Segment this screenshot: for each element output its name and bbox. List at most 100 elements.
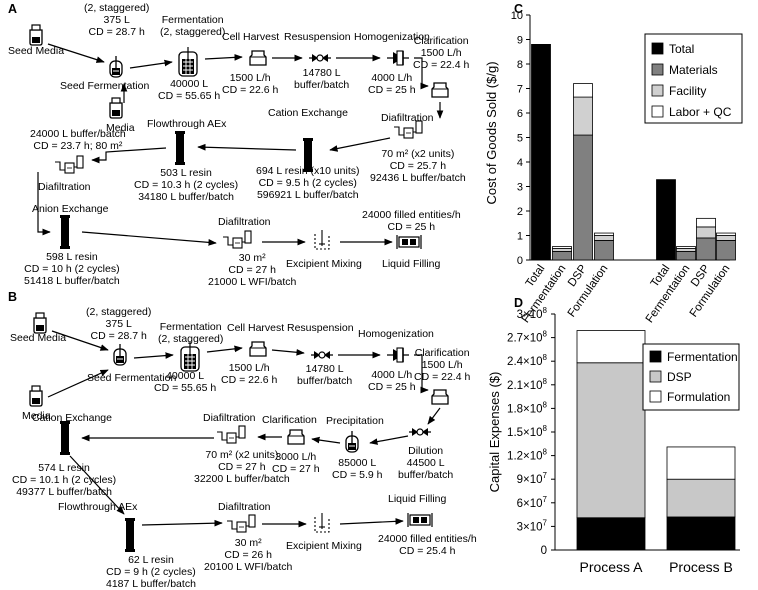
chart-d-ylabel: Capital Expenses ($): [487, 372, 502, 493]
spec-line: Clarification: [413, 35, 469, 47]
y-tick-label: 4: [517, 157, 523, 169]
b-clar2-top: Clarification: [262, 414, 317, 426]
bar-segment-dsp: [576, 362, 646, 519]
liquid-filling-icon: [396, 234, 422, 250]
bar-segment-labor-qc: [676, 246, 696, 249]
y-tick-label: 0: [541, 545, 547, 557]
legend-label: Facility: [669, 84, 706, 98]
spec-line: CD = 28.7 h: [90, 330, 147, 343]
diafiltration-unit-icon: [222, 230, 252, 249]
y-tick-label: 0: [517, 255, 523, 267]
y-tick-label: 6×107: [517, 495, 548, 510]
spec-line: 51418 L buffer/batch: [24, 275, 120, 288]
resuspension-valve-icon: [310, 350, 334, 360]
spec-line: 24000 L buffer/batch: [30, 128, 126, 140]
spec-line: CD = 22.4 h: [414, 371, 471, 384]
y-tick-label: 10: [511, 10, 523, 22]
a-faex-top: Flowthrough AEx: [147, 118, 227, 130]
legend-label: DSP: [667, 370, 692, 384]
b-precip-bot: 85000 L CD = 5.9 h: [332, 457, 383, 481]
a-diaf2-bot: Diafiltration: [38, 181, 91, 193]
spec-line: 30 m²: [234, 537, 262, 549]
a-ferm-top: Fermentation (2, staggered): [160, 14, 225, 38]
bar-segment-formulation: [666, 446, 736, 480]
cell-harvest-centrifuge-icon: [249, 341, 267, 357]
spec-line: 70 m² (x2 units): [381, 148, 455, 160]
a-fill-bot: Liquid Filling: [382, 258, 441, 270]
spec-line: (2, staggered): [86, 306, 152, 318]
b-seed-ferm-specs: (2, staggered) 375 L CD = 28.7 h: [86, 306, 151, 342]
y-tick-label: 1.8×108: [507, 400, 548, 415]
b-faex-bot: 62 L resin CD = 9 h (2 cycles) 4187 L bu…: [106, 554, 196, 590]
spec-line: CD = 25 h: [368, 84, 416, 97]
spec-line: 30 m²: [238, 252, 266, 264]
spec-line: 1500 L/h: [420, 47, 462, 60]
x-tick-label: Process A: [579, 559, 643, 575]
clarification-centrifuge-icon: [287, 429, 305, 445]
spec-line: 32200 L buffer/batch: [194, 473, 290, 486]
spec-line: Fermentation: [159, 321, 222, 333]
seed-fermenter-icon: [113, 343, 127, 366]
homogenizer-icon: [386, 50, 410, 66]
a-excip-label: Excipient Mixing: [286, 258, 362, 270]
spec-line: CD = 22.6 h: [221, 374, 278, 387]
bar-segment-total: [531, 44, 551, 261]
spec-line: 92436 L buffer/batch: [370, 172, 466, 185]
spec-line: CD = 55.65 h: [158, 90, 221, 103]
b-ferm-bot: 40000 L CD = 55.65 h: [154, 370, 216, 394]
fermenter-icon: [178, 46, 198, 77]
legend-swatch: [651, 42, 664, 55]
bar-segment-materials: [716, 239, 736, 261]
spec-line: 3000 L/h: [275, 451, 317, 463]
spec-line: CD = 25.7 h: [389, 160, 447, 173]
spec-line: CD = 27 h: [272, 463, 320, 476]
spec-line: (2, staggered): [84, 2, 150, 14]
b-homog-top: Homogenization: [358, 328, 434, 340]
spec-line: CD = 25 h: [368, 381, 416, 394]
y-tick-label: 2.4×108: [507, 353, 548, 368]
b-harvest-top: Cell Harvest: [227, 322, 285, 334]
b-cex-top: Cation Exchange: [32, 412, 112, 424]
a-diaf2-top: 24000 L buffer/batch CD = 23.7 h; 80 m²: [30, 128, 126, 152]
spec-line: 375 L: [105, 318, 132, 331]
diafiltration-unit-icon: [226, 514, 256, 533]
bar-segment-materials: [676, 251, 696, 261]
y-tick-label: 2: [517, 206, 523, 218]
y-tick-label: 3×107: [517, 518, 548, 533]
legend-swatch: [649, 370, 662, 383]
bar-segment-materials: [552, 251, 572, 261]
spec-line: 4000 L/h: [371, 72, 413, 84]
panel-label-c: C: [514, 2, 524, 16]
clarification-centrifuge-icon: [431, 389, 449, 405]
spec-line: CD = 23.7 h; 80 m²: [33, 140, 123, 153]
dilution-valve-icon: [408, 427, 432, 437]
bar-segment-fermentation: [576, 517, 646, 551]
spec-line: CD = 26 h: [224, 549, 272, 562]
b-clar-label: Clarification 1500 L/h CD = 22.4 h: [414, 347, 470, 383]
b-fill-top: Liquid Filling: [388, 493, 447, 505]
spec-line: 1500 L/h: [229, 72, 271, 84]
spec-line: CD = 5.9 h: [332, 469, 383, 482]
spec-line: 694 L resin (x10 units): [256, 165, 360, 177]
bar-segment-fermentation: [666, 516, 736, 551]
a-clar-label: Clarification 1500 L/h CD = 22.4 h: [413, 35, 469, 71]
legend-label: Fermentation: [667, 350, 738, 364]
a-resusp-bot: 14780 L buffer/batch: [294, 67, 349, 91]
y-tick-label: 2.1×108: [507, 377, 548, 392]
spec-line: 4000 L/h: [371, 369, 413, 381]
a-diaf1-bot: 70 m² (x2 units) CD = 25.7 h 92436 L buf…: [370, 148, 466, 184]
diafiltration-unit-icon: [54, 155, 84, 174]
spec-line: CD = 55.65 h: [154, 382, 217, 395]
spec-line: 14780 L: [302, 67, 341, 79]
bar-segment-labor-qc: [716, 232, 736, 236]
panel-label-a: A: [8, 2, 18, 16]
spec-line: 596921 L buffer/batch: [256, 189, 359, 202]
spec-line: 503 L resin: [160, 167, 212, 179]
spec-line: CD = 9 h (2 cycles): [106, 566, 196, 579]
b-faex-top: Flowthrough AEx: [58, 501, 138, 513]
legend-swatch: [651, 84, 664, 97]
spec-line: 24000 filled entities/h: [362, 209, 461, 221]
b-clar2-bot: 3000 L/h CD = 27 h: [272, 451, 320, 475]
media-tank-icon: [29, 385, 43, 407]
b-harvest-bot: 1500 L/h CD = 22.6 h: [221, 362, 277, 386]
